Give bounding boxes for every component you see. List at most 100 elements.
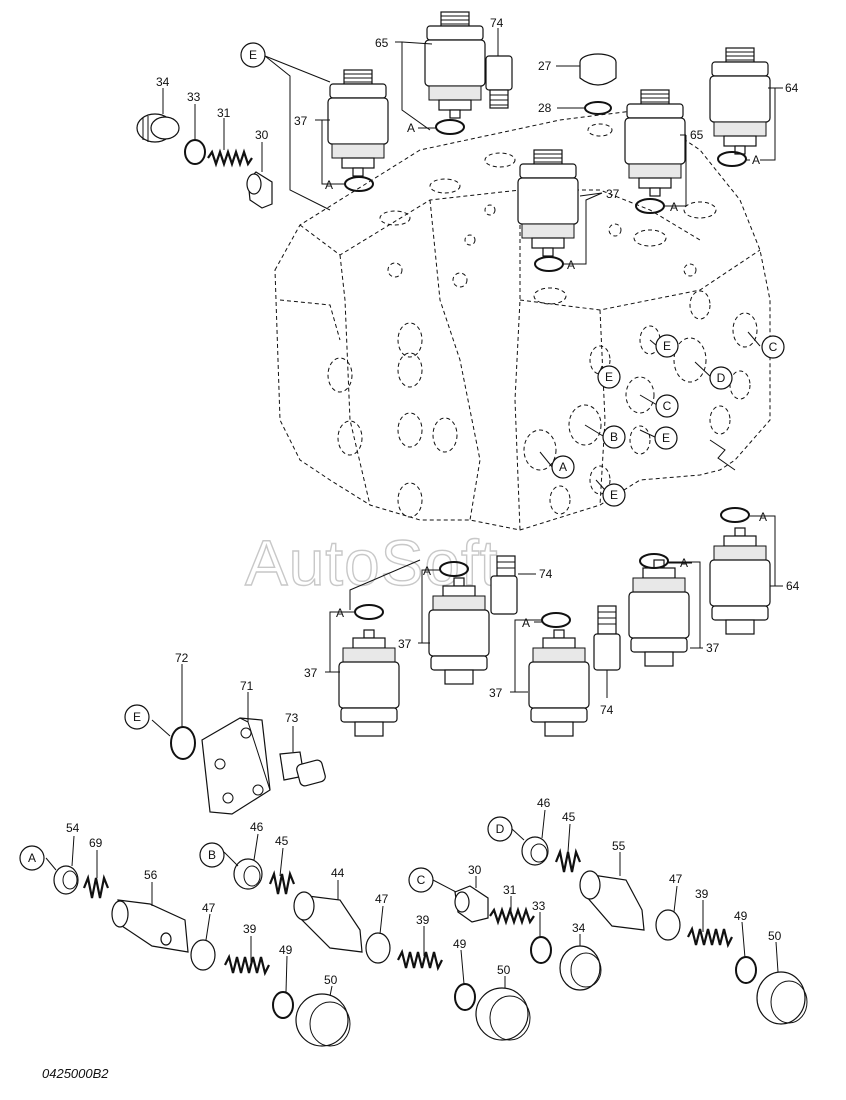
plug-74-lower-1 (490, 555, 518, 615)
poppet-30-top (246, 171, 273, 209)
spool-row-d (521, 836, 808, 1025)
label-30: 30 (468, 863, 482, 877)
port-tag: A (752, 153, 760, 167)
o-ring-a-low-2 (439, 561, 469, 577)
callout-body-e4: E (610, 488, 618, 502)
o-ring-a-65-right (635, 198, 665, 214)
o-ring-a-65 (435, 119, 465, 135)
port-tag: A (567, 258, 575, 272)
label-45: 45 (562, 810, 576, 824)
figure-code: 0425000B2 (42, 1066, 109, 1081)
label-56: 56 (144, 868, 158, 882)
o-ring-a-37-left (344, 176, 374, 192)
plug-27 (579, 53, 617, 86)
label-37: 37 (706, 641, 720, 655)
label-39: 39 (243, 922, 257, 936)
port-tag: A (407, 121, 415, 135)
port-tag: A (759, 510, 767, 524)
label-49: 49 (734, 909, 748, 923)
valve-65-top (424, 11, 486, 119)
label-45: 45 (275, 834, 289, 848)
callout-body-c2: C (769, 340, 778, 354)
valve-37-lower-3 (528, 629, 590, 737)
spool-row-b (233, 858, 531, 1041)
port-tag: A (522, 616, 530, 630)
label-69: 69 (89, 836, 103, 850)
label-47: 47 (669, 872, 683, 886)
label-72: 72 (175, 651, 189, 665)
label-73: 73 (285, 711, 299, 725)
label-50: 50 (768, 929, 782, 943)
spool-row-c (454, 885, 602, 991)
label-44: 44 (331, 866, 345, 880)
label-28: 28 (538, 101, 552, 115)
o-ring-a-low-4 (639, 553, 669, 569)
valve-64-lower (709, 527, 771, 635)
callout-c-row: C (417, 873, 426, 887)
port-tag: A (423, 564, 431, 578)
label-46: 46 (537, 796, 551, 810)
valve-37-lower-1 (338, 629, 400, 737)
plug-74-top (485, 55, 513, 109)
valve-64-top (709, 47, 771, 155)
label-50: 50 (497, 963, 511, 977)
o-ring-33-top (184, 139, 206, 165)
label-46: 46 (250, 820, 264, 834)
label-49: 49 (453, 937, 467, 951)
label-34: 34 (156, 75, 170, 89)
valve-37-top-left (327, 69, 389, 177)
o-ring-a-low-1 (354, 604, 384, 620)
port-tags: A A A A A A A A A A (325, 121, 767, 630)
label-55: 55 (612, 839, 626, 853)
port-tag: A (325, 178, 333, 192)
callout-body-c1: C (663, 399, 672, 413)
plug-34-top (136, 113, 180, 143)
callout-body-e1: E (605, 370, 613, 384)
label-50: 50 (324, 973, 338, 987)
label-71: 71 (240, 679, 254, 693)
o-ring-a-low-3 (541, 612, 571, 628)
port-tag: A (680, 556, 688, 570)
callout-body-b: B (610, 430, 618, 444)
o-ring-a-64 (717, 151, 747, 167)
label-37: 37 (606, 187, 620, 201)
valve-37-center (517, 149, 579, 257)
spool-row-a (53, 865, 351, 1047)
callout-circles: E E A B C D A B C C D E E E E (19, 42, 785, 893)
label-31: 31 (503, 883, 517, 897)
o-ring-a-low-64 (720, 507, 750, 523)
label-65: 65 (690, 128, 704, 142)
spring-31-top (207, 148, 253, 168)
o-ring-28 (584, 101, 612, 115)
label-47: 47 (202, 901, 216, 915)
label-37: 37 (304, 666, 318, 680)
valve-37-lower-4 (628, 559, 690, 667)
callout-body-d: D (717, 371, 726, 385)
label-37: 37 (489, 686, 503, 700)
callout-body-e3: E (662, 431, 670, 445)
label-74: 74 (539, 567, 553, 581)
callout-a-row: A (28, 851, 36, 865)
bolt-73 (279, 751, 326, 787)
label-39: 39 (416, 913, 430, 927)
label-34: 34 (572, 921, 586, 935)
callout-body-a: A (559, 460, 567, 474)
label-64: 64 (786, 579, 800, 593)
o-ring-a-37-center (534, 256, 564, 272)
label-65: 65 (375, 36, 389, 50)
label-30: 30 (255, 128, 269, 142)
label-47: 47 (375, 892, 389, 906)
label-64: 64 (785, 81, 799, 95)
label-49: 49 (279, 943, 293, 957)
label-37: 37 (294, 114, 308, 128)
label-39: 39 (695, 887, 709, 901)
port-tag: A (336, 606, 344, 620)
port-tag: A (670, 200, 678, 214)
leader-lines (45, 28, 783, 997)
label-31: 31 (217, 106, 231, 120)
label-33: 33 (532, 899, 546, 913)
valve-65-right (624, 89, 686, 197)
label-33: 33 (187, 90, 201, 104)
callout-e-plate: E (133, 710, 141, 724)
